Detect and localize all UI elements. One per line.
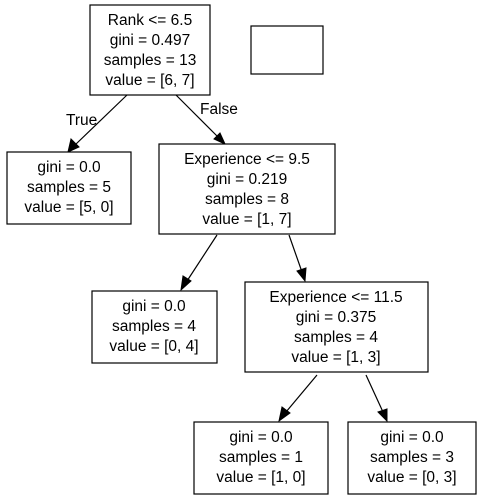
edge-label-true: True <box>66 112 97 129</box>
edge-split-11-5-to-leaf-3 <box>278 374 318 423</box>
tree-node-split-experience-11-5: Experience <= 11.5 gini = 0.375 samples … <box>244 281 429 373</box>
node-line: samples = 4 <box>112 318 196 335</box>
empty-node-box <box>250 25 324 75</box>
node-line: Experience <= 11.5 <box>269 289 402 306</box>
node-line: samples = 8 <box>205 191 289 208</box>
edge-split-9-5-to-split-11-5 <box>288 234 307 283</box>
edge-label-false: False <box>200 101 238 118</box>
node-line: Rank <= 6.5 <box>108 12 192 29</box>
node-line: samples = 1 <box>219 449 303 466</box>
node-line: value = [0, 3] <box>367 469 456 486</box>
tree-node-root: Rank <= 6.5 gini = 0.497 samples = 13 va… <box>89 4 211 96</box>
node-line: gini = 0.0 <box>122 298 186 315</box>
edge-root-to-split-experience-9-5: False <box>175 94 238 146</box>
node-line: gini = 0.219 <box>207 171 288 188</box>
node-line: Experience <= 9.5 <box>184 151 310 168</box>
node-line: gini = 0.0 <box>380 429 444 446</box>
node-line: samples = 13 <box>104 52 197 69</box>
node-line: gini = 0.497 <box>110 32 191 49</box>
edge-root-to-leaf-1: True <box>66 94 128 153</box>
node-line: samples = 5 <box>27 179 111 196</box>
edge-split-11-5-to-leaf-4 <box>365 374 388 423</box>
edge-split-9-5-to-leaf-2 <box>180 234 218 292</box>
tree-node-split-experience-9-5: Experience <= 9.5 gini = 0.219 samples =… <box>158 143 336 235</box>
node-line: value = [1, 3] <box>291 349 380 366</box>
node-line: gini = 0.375 <box>296 309 377 326</box>
node-line: gini = 0.0 <box>229 429 293 446</box>
node-line: value = [0, 4] <box>109 338 198 355</box>
node-line: value = [1, 7] <box>202 211 291 228</box>
node-line: value = [1, 0] <box>216 469 305 486</box>
node-line: samples = 4 <box>294 329 378 346</box>
node-line: gini = 0.0 <box>37 159 101 176</box>
node-line: samples = 3 <box>370 449 454 466</box>
tree-node-leaf-4: gini = 0.0 samples = 3 value = [0, 3] <box>347 421 477 495</box>
node-line: value = [5, 0] <box>24 199 113 216</box>
tree-node-leaf-3: gini = 0.0 samples = 1 value = [1, 0] <box>193 421 329 495</box>
node-line: value = [6, 7] <box>105 72 194 89</box>
tree-node-leaf-2: gini = 0.0 samples = 4 value = [0, 4] <box>91 290 218 364</box>
tree-node-leaf-1: gini = 0.0 samples = 5 value = [5, 0] <box>6 151 132 225</box>
